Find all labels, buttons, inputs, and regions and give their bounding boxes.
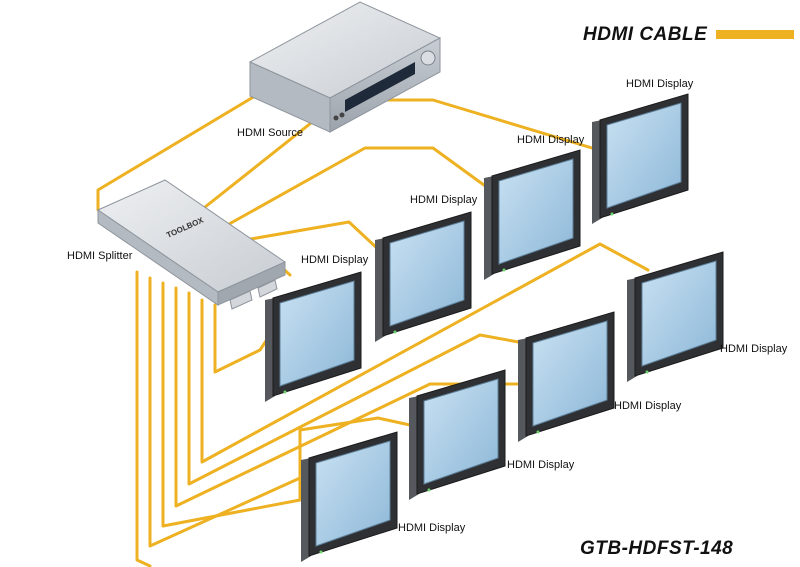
cable-to-display-7 (161, 281, 412, 528)
hdmi-displays (265, 93, 724, 562)
display-label-6: HDMI Display (614, 400, 682, 412)
legend-cable-swatch (716, 30, 794, 39)
display-label-5: HDMI Display (720, 343, 788, 355)
display-label-2: HDMI Display (517, 134, 585, 146)
hdmi-display-7 (409, 369, 506, 500)
display-screen (498, 158, 574, 265)
display-screen (606, 102, 682, 209)
cable-to-display-9 (187, 291, 537, 486)
legend-title: HDMI CABLE (583, 24, 708, 45)
hdmi-source-device (248, 1, 442, 133)
cable-to-display-3 (243, 220, 381, 252)
source-display-panel (345, 62, 415, 112)
display-screen (641, 260, 717, 367)
hdmi-source-label: HDMI Source (237, 127, 304, 139)
cable-to-display-10 (200, 242, 650, 464)
cable-to-display-5 (135, 270, 152, 567)
display-screen (315, 440, 391, 547)
display-screen (389, 220, 465, 327)
display-label-4: HDMI Display (301, 254, 369, 266)
cable-to-display-2 (220, 146, 490, 230)
display-screen (279, 280, 355, 387)
display-label-7: HDMI Display (507, 459, 575, 471)
hdmi-display-6 (518, 311, 615, 442)
hdmi-display-2 (484, 149, 581, 280)
cable-to-display-6 (148, 276, 302, 548)
hdmi-cables (96, 94, 650, 567)
hdmi-splitter-label: HDMI Splitter (67, 250, 133, 262)
display-label-1: HDMI Display (626, 78, 694, 90)
hdmi-display-1 (592, 93, 689, 224)
hdmi-display-4 (265, 271, 362, 402)
hdmi-display-8 (301, 431, 398, 562)
cable-to-display-11 (213, 303, 272, 374)
display-label-8: HDMI Display (398, 522, 466, 534)
model-number: GTB-HDFST-148 (580, 538, 734, 559)
hdmi-display-5 (627, 251, 724, 382)
hdmi-display-3 (375, 211, 472, 342)
display-screen (423, 378, 499, 485)
display-screen (532, 320, 608, 427)
source-knob (420, 50, 436, 66)
hdmi-splitter-device: TOOLBOX (96, 179, 287, 310)
display-label-3: HDMI Display (410, 194, 478, 206)
